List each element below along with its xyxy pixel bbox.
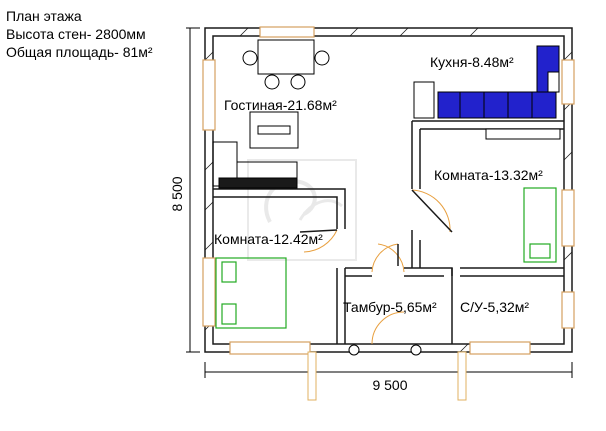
bed-left [215, 257, 287, 329]
wall-height-note: Высота стен- 2800мм [6, 26, 146, 42]
bed-right [523, 187, 557, 263]
width-dimension-label: 9 500 [372, 377, 407, 393]
height-dimension [186, 27, 200, 353]
coffee-table [249, 111, 299, 149]
watermark-logo [247, 159, 357, 261]
room-label-living: Гостиная-21.68м² [224, 97, 337, 113]
windows [202, 26, 575, 355]
room-label-bathroom: С/У-5,32м² [460, 299, 529, 315]
dining-chairs [242, 50, 330, 90]
dining-table [257, 39, 315, 75]
total-area-note: Общая площадь- 81м² [6, 44, 153, 60]
height-dimension-label: 8 500 [169, 176, 185, 211]
kitchen-units [437, 45, 560, 119]
room-label-kitchen: Кухня-8.48м² [430, 54, 514, 70]
room-label-vestibule: Тамбур-5,65м² [343, 299, 437, 315]
sofa [212, 141, 298, 189]
room-label-bedroom-left: Комната-12.42м² [214, 231, 323, 247]
width-dimension [204, 362, 573, 378]
plan-title: План этажа [6, 8, 82, 24]
wardrobe-right [485, 128, 561, 140]
door-swings [303, 189, 451, 345]
porch-posts [307, 351, 467, 401]
porch-lamps [348, 344, 422, 356]
room-label-bedroom-right: Комната-13.32м² [434, 167, 543, 183]
fridge [413, 81, 435, 119]
door-leaves [299, 189, 453, 266]
